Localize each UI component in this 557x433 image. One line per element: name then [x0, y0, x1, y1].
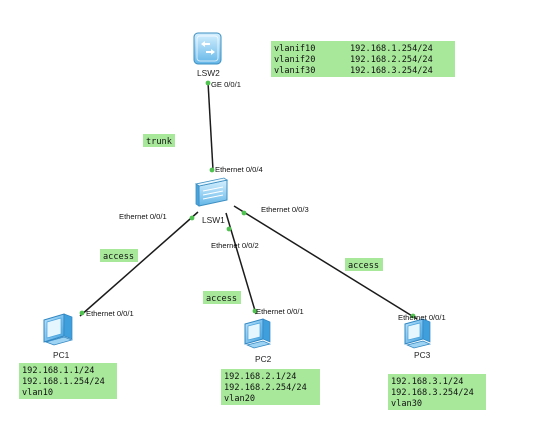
- pc1-device[interactable]: PC1: [43, 313, 74, 360]
- vlanif-name-1: vlanif10: [274, 44, 315, 54]
- pc3-device[interactable]: PC3: [404, 318, 432, 360]
- pc2-info-bg: [221, 369, 320, 405]
- pc1-gateway: 192.168.1.254/24: [22, 377, 105, 387]
- lsw1-port2-label: Ethernet 0/0/2: [211, 241, 259, 250]
- lsw2-label: LSW2: [197, 68, 220, 78]
- vlanif-name-2: vlanif20: [274, 55, 315, 65]
- pc2-ip: 192.168.2.1/24: [224, 372, 296, 382]
- access2-note-bg: [203, 291, 241, 304]
- vlanif-name-3: vlanif30: [274, 66, 315, 76]
- access3-note-bg: [345, 258, 383, 271]
- port-dot-pc1: [79, 310, 85, 316]
- access1-label: access: [103, 252, 134, 262]
- trunk-label: trunk: [146, 137, 173, 147]
- lsw1-device[interactable]: LSW1: [194, 177, 229, 225]
- lsw2-port-label: GE 0/0/1: [211, 80, 241, 89]
- pc1-info-bg: [19, 363, 117, 399]
- pc3-vlan: vlan30: [391, 399, 422, 409]
- pc3-info-bg: [388, 374, 486, 410]
- pc2-port-label: Ethernet 0/0/1: [256, 307, 304, 316]
- pc1-label: PC1: [53, 350, 70, 360]
- switch-icon: [193, 32, 222, 65]
- computer-icon: [404, 318, 432, 349]
- switch-icon: [194, 177, 229, 207]
- lsw2-device[interactable]: LSW2: [193, 32, 222, 78]
- pc2-device[interactable]: PC2: [244, 318, 272, 364]
- port-dot-lsw1-up: [209, 167, 215, 173]
- pc3-ip: 192.168.3.1/24: [391, 377, 463, 387]
- pc3-gateway: 192.168.3.254/24: [391, 388, 474, 398]
- pc1-ip: 192.168.1.1/24: [22, 366, 94, 376]
- pc3-label: PC3: [414, 350, 431, 360]
- lsw1-port1-label: Ethernet 0/0/1: [119, 212, 167, 221]
- vlanif-ip-1: 192.168.1.254/24: [350, 44, 433, 54]
- lsw1-port3-label: Ethernet 0/0/3: [261, 205, 309, 214]
- port-dot-lsw1-p1: [189, 215, 195, 221]
- vlanif-table: vlanif10 192.168.1.254/24 vlanif20 192.1…: [274, 44, 433, 76]
- link-lsw1-pc3: [233, 205, 418, 320]
- lsw1-label: LSW1: [202, 215, 225, 225]
- vlanif-ip-2: 192.168.2.254/24: [350, 55, 433, 65]
- port-dot-lsw1-p3: [241, 210, 247, 216]
- port-dot-pc3: [410, 313, 416, 319]
- link-lsw1-pc1: [79, 211, 199, 317]
- pc1-port-label: Ethernet 0/0/1: [86, 309, 134, 318]
- lsw1-uplink-port-label: Ethernet 0/0/4: [215, 165, 263, 174]
- computer-icon: [244, 318, 272, 349]
- port-dot-lsw1-p2: [226, 226, 232, 232]
- port-dot-pc2: [252, 308, 258, 314]
- computer-icon: [43, 313, 74, 346]
- port-dot-lsw2: [205, 80, 211, 86]
- link-lsw2-lsw1: [207, 81, 214, 171]
- access2-label: access: [206, 294, 237, 304]
- vlanif-table-bg: [271, 41, 455, 77]
- trunk-note-bg: [143, 134, 175, 147]
- pc3-port-label: Ethernet 0/0/1: [398, 313, 446, 322]
- access1-note-bg: [100, 249, 138, 262]
- pc2-gateway: 192.168.2.254/24: [224, 383, 307, 393]
- pc2-vlan: vlan20: [224, 394, 255, 404]
- pc1-vlan: vlan10: [22, 388, 53, 398]
- access3-label: access: [348, 261, 379, 271]
- vlanif-ip-3: 192.168.3.254/24: [350, 66, 433, 76]
- pc2-label: PC2: [255, 354, 272, 364]
